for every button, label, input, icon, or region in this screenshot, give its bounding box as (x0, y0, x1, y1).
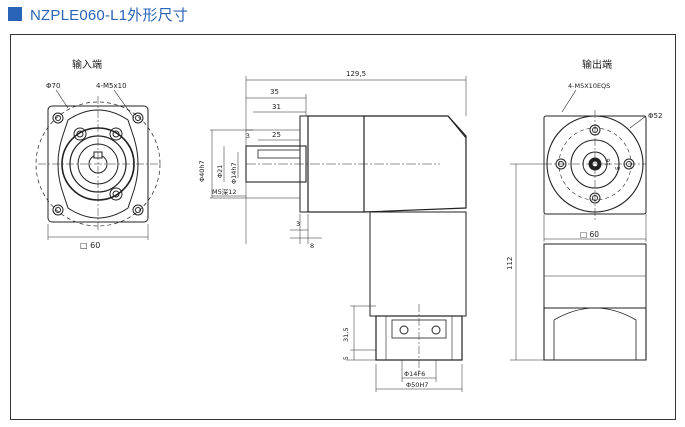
dim-31-label: 31 (272, 103, 281, 111)
output-end-title: 输出端 (582, 58, 612, 71)
dia-40-label: Φ40h7 (198, 160, 206, 182)
thread-label: M5深12 (212, 187, 237, 196)
section-title: NZPLE060-L1外形尺寸 (30, 6, 189, 24)
dim-8-label: 8 (310, 242, 314, 250)
output-height-label: 112 (506, 257, 514, 270)
dia-14f6-label: Φ14F6 (404, 370, 425, 378)
dim-3b-label: 3 (296, 220, 300, 228)
dia-50-label: Φ50H7 (406, 381, 428, 389)
dia-14-label: Φ14h7 (230, 162, 238, 184)
technical-drawing: 输入端 Φ70 4-M5x10 □ 60 (10, 34, 676, 420)
output-dim-5-label: 5 (615, 166, 622, 170)
dim-5-label: 5 (343, 356, 350, 360)
input-square-label: □ 60 (80, 241, 100, 250)
dim-3a-label: 3 (246, 133, 250, 140)
dim-25-label: 25 (272, 131, 281, 139)
dia-21-label: Φ21 (216, 165, 224, 178)
input-end-view: 输入端 Φ70 4-M5x10 □ 60 (35, 58, 161, 250)
output-dim-16-label: 16 (605, 158, 612, 166)
dim-35-label: 35 (270, 88, 279, 96)
output-square-label: □ 60 (580, 230, 599, 239)
drawing-frame: 输入端 Φ70 4-M5x10 □ 60 (10, 34, 676, 420)
total-length-label: 129,5 (346, 70, 366, 78)
input-dia-label: Φ70 (46, 82, 60, 90)
input-end-title: 输入端 (72, 58, 102, 71)
output-dia-label: Φ52 (648, 112, 662, 120)
header-square-icon (8, 7, 22, 21)
input-holes-label: 4-M5x10 (96, 82, 127, 90)
dim-31-5-label: 31,5 (342, 328, 350, 342)
section-header: NZPLE060-L1外形尺寸 (8, 4, 188, 24)
output-end-view: 输出端 4-M5X10EQS Φ52 16 5 □ 60 (506, 58, 662, 361)
output-holes-label: 4-M5X10EQS (568, 82, 610, 90)
side-view: 129,5 35 31 3 25 Φ40h7 Φ2 (198, 70, 467, 392)
